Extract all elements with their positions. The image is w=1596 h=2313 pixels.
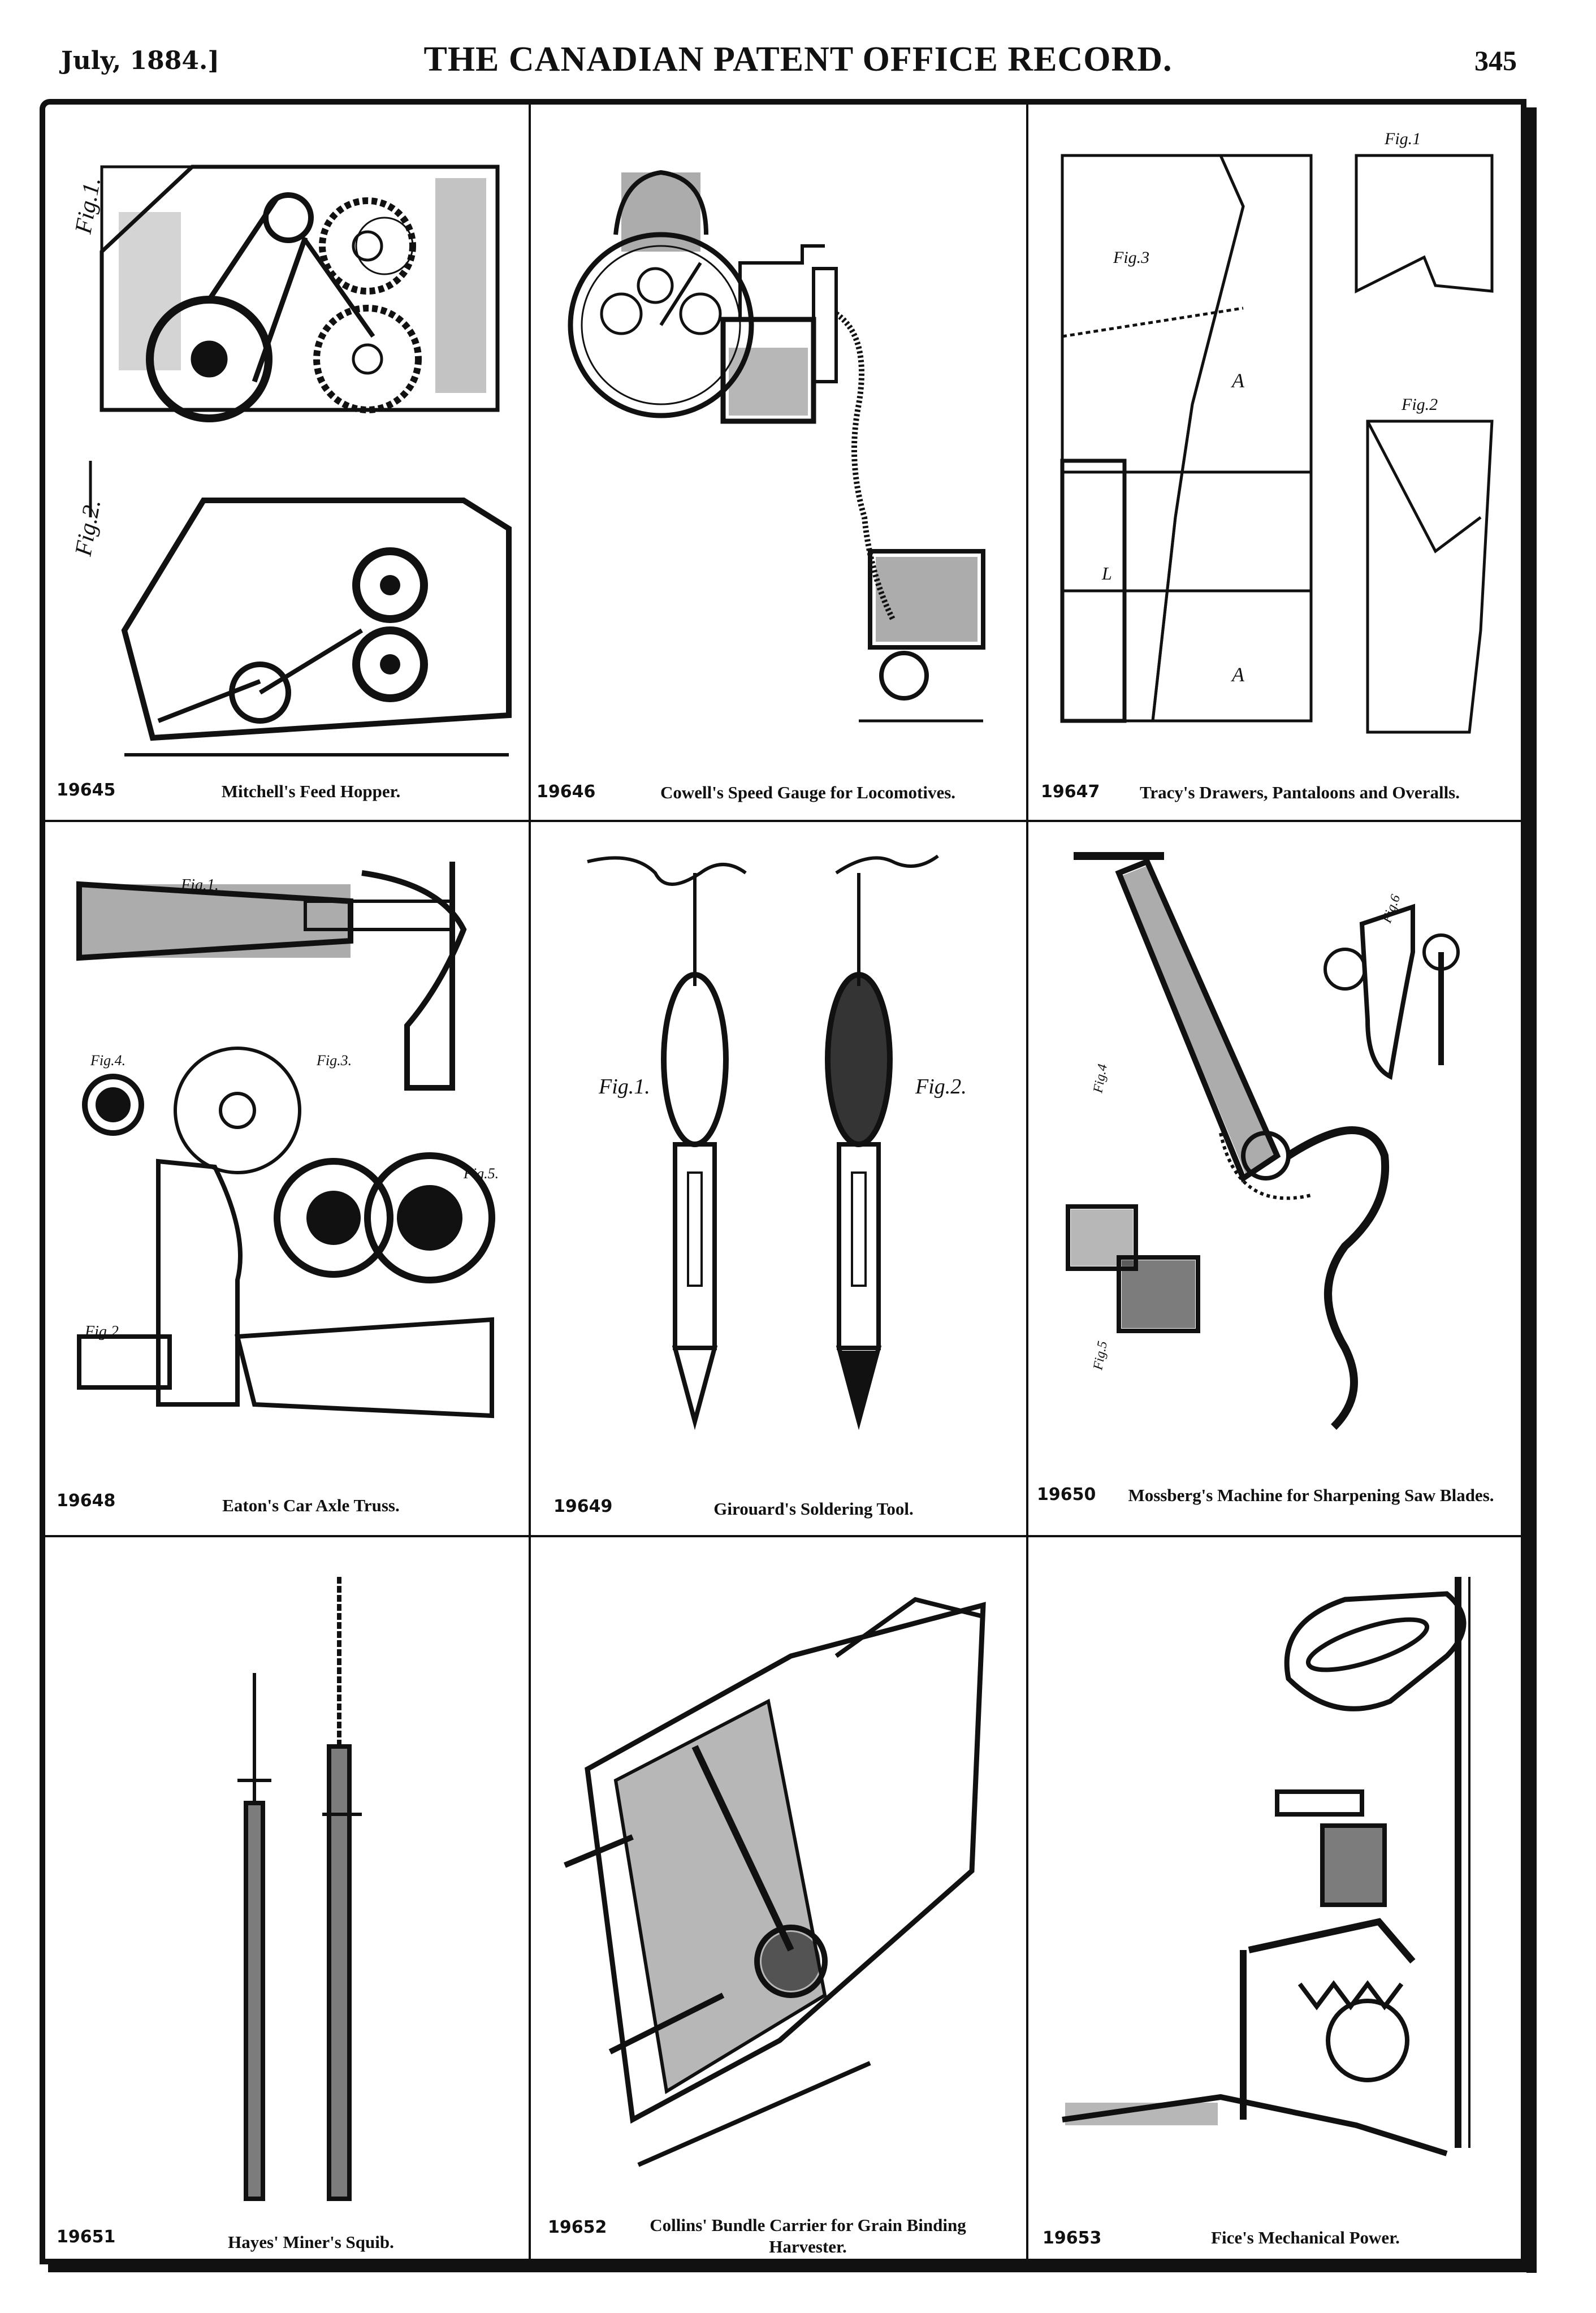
frame-shadow-right xyxy=(1526,107,1537,2273)
patent-drawing: Fig.1. Fig.2. xyxy=(587,854,967,1430)
patent-drawing xyxy=(564,1597,986,2167)
figure-label: Fig.5 xyxy=(1091,1340,1110,1372)
page-header: July, 1884.] THE CANADIAN PATENT OFFICE … xyxy=(0,0,1596,96)
patent-title: Eaton's Car Axle Truss. xyxy=(222,1495,400,1515)
figure-label: Fig.3. xyxy=(316,1052,352,1069)
patent-drawing: Fig.1. Fig.2. Fig.3. Fig.4. Fig.5. xyxy=(76,862,499,1419)
patent-number: 19646 xyxy=(537,782,596,802)
patent-title: Girouard's Soldering Tool. xyxy=(713,1499,914,1519)
column-divider xyxy=(529,105,531,2259)
patent-number: 19647 xyxy=(1041,782,1100,802)
patent-cell-19652: 19652 Collins' Bundle Carrier for Grain … xyxy=(531,1537,1026,2259)
patent-drawing xyxy=(237,1577,362,2201)
svg-text:A: A xyxy=(1231,369,1245,392)
patent-number: 19651 xyxy=(57,2227,116,2247)
figure-label: Fig.2 xyxy=(1401,395,1438,414)
patent-cell-19650: Fig.6 Fig.4 Fig.5 19650 Mossberg's Machi… xyxy=(1028,822,1521,1535)
patent-drawing xyxy=(1062,1577,1470,2156)
patent-number: 19653 xyxy=(1043,2228,1102,2248)
patent-title: Fice's Mechanical Power. xyxy=(1211,2228,1400,2247)
figure-label: Fig.1. xyxy=(180,876,219,894)
patent-cell-19645: Fig.1. Fig.2. 19645 Mitchell's Feed Hopp… xyxy=(45,105,529,820)
figure-label: Fig.5. xyxy=(463,1165,499,1182)
patent-title: Collins' Bundle Carrier for Grain Bindin… xyxy=(650,2215,966,2256)
page-frame xyxy=(40,99,1526,2264)
patent-cell-19647: Fig.3 Fig.1 Fig.2 A A L 19647 Tracy's Dr… xyxy=(1028,105,1521,820)
figure-label: Fig.1 xyxy=(1384,129,1421,148)
patent-cell-19653: 19653 Fice's Mechanical Power. xyxy=(1028,1537,1521,2259)
header-date: July, 1884.] xyxy=(61,46,220,75)
patent-cell-19651: 19651 Hayes' Miner's Squib. xyxy=(45,1537,529,2259)
figure-label: Fig.2. xyxy=(915,1075,967,1099)
patent-drawing: Fig.1. Fig.2. xyxy=(70,165,512,756)
page-number: 345 xyxy=(1474,45,1517,76)
figure-label: Fig.3 xyxy=(1113,248,1149,267)
figure-label: Fig.2. xyxy=(70,498,106,559)
patent-number: 19652 xyxy=(548,2217,607,2237)
patent-drawing xyxy=(568,170,985,723)
patent-title: Mitchell's Feed Hopper. xyxy=(221,781,401,801)
patent-grid: Fig.1. Fig.2. 19645 Mitchell's Feed Hopp… xyxy=(45,105,1521,2259)
patent-number: 19649 xyxy=(553,1497,613,1516)
figure-label: Fig.1. xyxy=(598,1075,650,1099)
patent-title: Mossberg's Machine for Sharpening Saw Bl… xyxy=(1128,1485,1494,1505)
patent-cell-19648: Fig.1. Fig.2. Fig.3. Fig.4. Fig.5. 19648… xyxy=(45,822,529,1535)
patent-title: Hayes' Miner's Squib. xyxy=(228,2232,394,2252)
patent-drawing: Fig.6 Fig.4 Fig.5 xyxy=(1066,852,1460,1430)
svg-text:L: L xyxy=(1101,563,1112,583)
column-divider xyxy=(1026,105,1028,2259)
frame-shadow-bottom xyxy=(48,2264,1535,2272)
patent-cell-19649: Fig.1. Fig.2. 19649 Girouard's Soldering… xyxy=(531,822,1026,1535)
patent-number: 19645 xyxy=(57,780,116,800)
row-divider xyxy=(45,820,1521,822)
row-divider xyxy=(45,1535,1521,1537)
patent-number: 19648 xyxy=(57,1491,116,1511)
svg-text:A: A xyxy=(1231,663,1245,686)
patent-number: 19650 xyxy=(1037,1485,1096,1504)
figure-label: Fig.2. xyxy=(84,1323,123,1341)
figure-label: Fig.4. xyxy=(90,1052,126,1069)
patent-title: Cowell's Speed Gauge for Locomotives. xyxy=(660,782,956,802)
figure-label: Fig.4 xyxy=(1091,1063,1110,1095)
patent-drawing: Fig.3 Fig.1 Fig.2 A A L xyxy=(1060,129,1494,734)
patent-title: Tracy's Drawers, Pantaloons and Overalls… xyxy=(1139,782,1460,802)
patent-cell-19646: 19646 Cowell's Speed Gauge for Locomotiv… xyxy=(531,105,1026,820)
header-title: THE CANADIAN PATENT OFFICE RECORD. xyxy=(423,40,1173,79)
